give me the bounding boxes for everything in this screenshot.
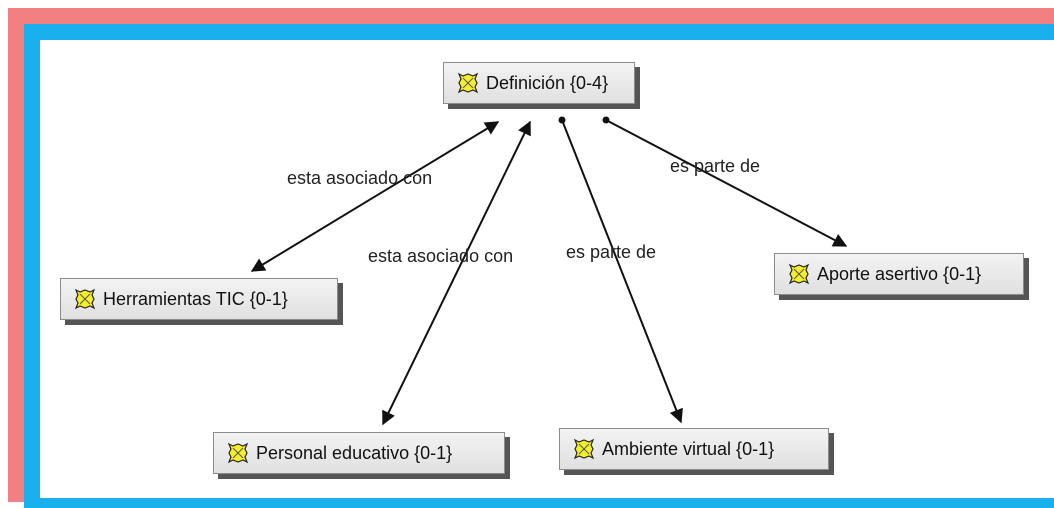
edge-label-personal: esta asociado con	[368, 246, 514, 266]
code-node-icon	[573, 438, 595, 460]
code-node-icon	[227, 442, 249, 464]
node-label: Herramientas TIC {0-1}	[103, 288, 288, 309]
node-ambiente[interactable]: Ambiente virtual {0-1}	[559, 428, 829, 470]
edge-label-aporte: es parte de	[670, 156, 761, 176]
node-personal[interactable]: Personal educativo {0-1}	[213, 432, 505, 474]
node-aporte[interactable]: Aporte asertivo {0-1}	[774, 253, 1024, 295]
edge-definicion-personal[interactable]	[382, 120, 531, 426]
edge-definicion-ambiente[interactable]	[561, 119, 683, 424]
code-node-icon	[74, 288, 96, 310]
network-canvas: esta asociado con esta asociado con es p…	[40, 40, 1054, 498]
code-node-icon	[788, 263, 810, 285]
code-node-icon	[457, 72, 479, 94]
node-label: Ambiente virtual {0-1}	[602, 438, 775, 459]
edge-label-ambiente: es parte de	[566, 242, 657, 262]
node-label: Aporte asertivo {0-1}	[817, 263, 982, 284]
node-definicion[interactable]: Definición {0-4}	[443, 62, 635, 104]
edge-label-herramientas: esta asociado con	[287, 168, 433, 188]
node-label: Definición {0-4}	[486, 72, 609, 93]
node-herramientas[interactable]: Herramientas TIC {0-1}	[60, 278, 338, 320]
node-label: Personal educativo {0-1}	[256, 442, 453, 463]
edge-definicion-aporte[interactable]	[605, 119, 848, 247]
edges-layer	[250, 116, 848, 426]
